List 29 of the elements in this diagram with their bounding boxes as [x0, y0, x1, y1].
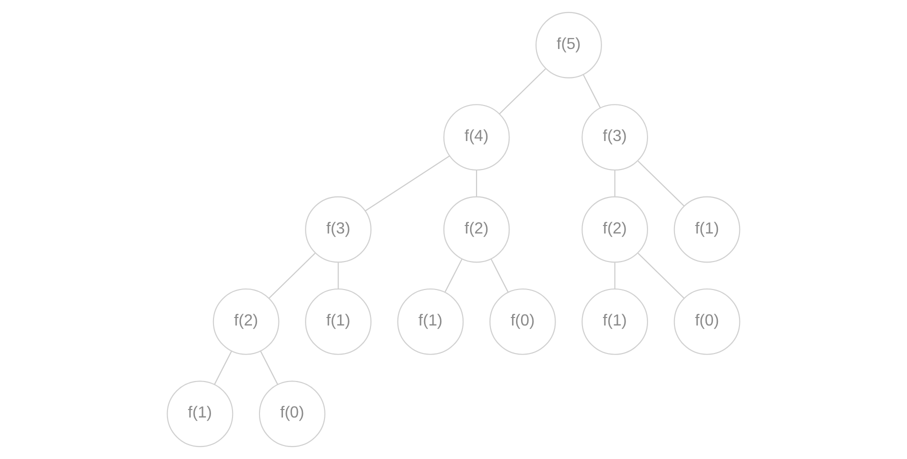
node-circle: f(4)	[443, 104, 510, 171]
connector	[490, 258, 509, 293]
connector	[638, 160, 684, 206]
node-circle: f(5)	[536, 12, 602, 78]
connector	[214, 351, 232, 385]
node-circle: f(1)	[674, 196, 740, 263]
connector	[444, 258, 462, 293]
node-circle: f(2)	[582, 196, 648, 263]
connector	[260, 351, 278, 385]
node-circle: f(0)	[674, 288, 740, 355]
node-circle: f(1)	[305, 288, 372, 355]
node-circle: f(3)	[582, 104, 648, 171]
node-circle: f(2)	[212, 288, 280, 355]
node-circle: f(1)	[166, 380, 234, 448]
connector	[268, 252, 316, 299]
connector	[614, 170, 616, 197]
node-circle: f(1)	[582, 288, 648, 355]
connector	[364, 156, 450, 212]
node-circle: f(0)	[489, 288, 556, 355]
connector	[614, 262, 616, 289]
connector	[476, 170, 478, 197]
node-circle: f(0)	[258, 380, 326, 448]
connector	[582, 74, 601, 108]
connector	[499, 68, 546, 114]
connector	[338, 262, 339, 289]
node-circle: f(1)	[397, 288, 464, 355]
connector	[638, 252, 684, 299]
node-circle: f(3)	[305, 196, 372, 263]
node-circle: f(2)	[443, 196, 510, 263]
